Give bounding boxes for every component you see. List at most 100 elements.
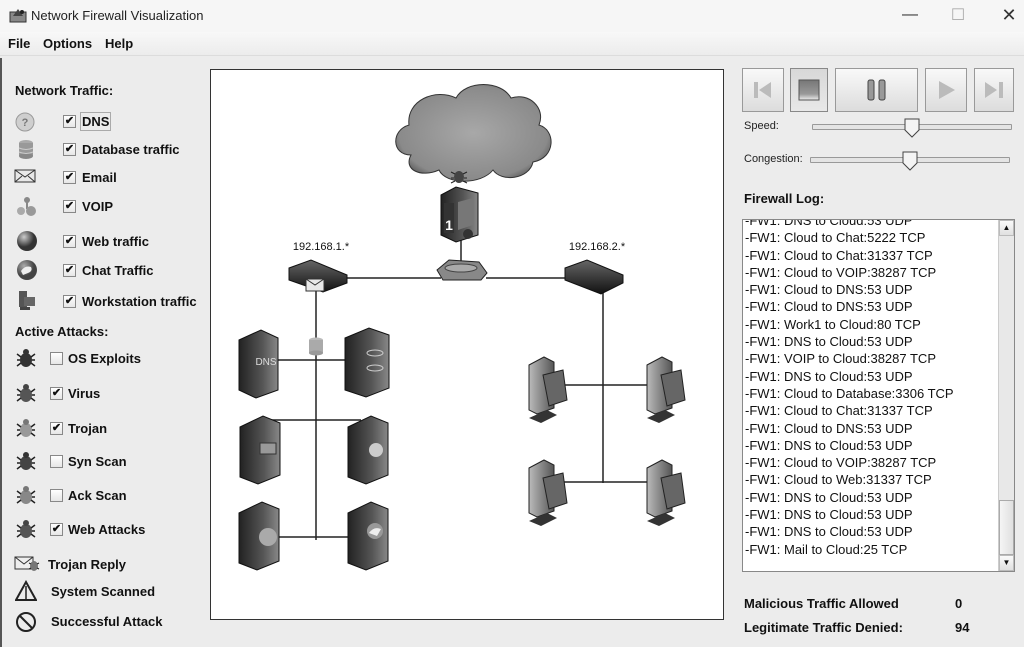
log-line: -FW1: Cloud to DNS:53 UDP	[745, 420, 913, 436]
speed-slider[interactable]	[812, 118, 1012, 138]
web-label: Web traffic	[82, 234, 149, 249]
congestion-slider[interactable]	[810, 151, 1010, 171]
menu-file[interactable]: File	[8, 36, 31, 51]
firewall-number: 1	[445, 217, 453, 233]
workstation-2-icon	[646, 356, 686, 423]
subnet-left-label: 192.168.1.*	[293, 241, 350, 253]
workstation-icon	[19, 291, 35, 310]
active-attacks-heading: Active Attacks:	[15, 324, 109, 339]
workstation-4-icon	[646, 459, 686, 526]
log-line: -FW1: Cloud to VOIP:38287 TCP	[745, 264, 937, 280]
attack-row-web-attacks: ✔ Web Attacks	[2, 518, 207, 542]
log-line: -FW1: DNS to Cloud:53 UDP	[745, 368, 913, 384]
congestion-label: Congestion:	[744, 153, 803, 165]
menu-options[interactable]: Options	[43, 36, 93, 51]
internet-cloud	[395, 84, 552, 182]
log-line: -FW1: Cloud to VOIP:38287 TCP	[745, 455, 937, 471]
database-checkbox[interactable]: ✔	[63, 143, 76, 156]
log-line: -FW1: Cloud to Web:31337 TCP	[745, 472, 932, 488]
web-server-icon	[238, 501, 280, 571]
question-icon: ?	[15, 112, 35, 132]
bug-icon	[16, 419, 36, 437]
log-line: -FW1: DNS to Cloud:53 UDP	[745, 524, 913, 540]
web-checkbox[interactable]: ✔	[63, 235, 76, 248]
legend-successful-attack: Successful Attack	[2, 610, 207, 634]
log-scrollbar[interactable]: ▲ ▼	[998, 220, 1014, 571]
pause-button[interactable]	[835, 68, 918, 112]
system-scanned-label: System Scanned	[51, 584, 156, 599]
speed-slider-thumb[interactable]	[904, 118, 920, 138]
network-diagram: 1 192.168.1.* 192.168.2.*	[238, 84, 686, 571]
skip-back-button[interactable]	[742, 68, 784, 112]
dns-label: DNS	[79, 112, 112, 131]
syn-scan-label: Syn Scan	[68, 454, 127, 469]
attack-bug-icon	[450, 171, 468, 184]
legend-trojan-reply: Trojan Reply	[2, 553, 207, 577]
scroll-down-button[interactable]: ▼	[999, 555, 1014, 571]
app-icon	[9, 9, 27, 23]
chat-label: Chat Traffic	[82, 263, 154, 278]
subnet-right-label: 192.168.2.*	[569, 241, 626, 253]
title-bar: Network Firewall Visualization — ☐ ✕	[0, 0, 1024, 32]
trojan-checkbox[interactable]: ✔	[50, 422, 63, 435]
network-traffic-heading: Network Traffic:	[15, 83, 114, 98]
email-label: Email	[82, 170, 117, 185]
bug-icon	[16, 384, 36, 402]
workstation-checkbox[interactable]: ✔	[63, 295, 76, 308]
ack-scan-checkbox[interactable]	[50, 489, 63, 502]
os-exploits-label: OS Exploits	[68, 351, 141, 366]
left-panel: Network Traffic: ? ✔ DNS ✔ Database traf…	[0, 58, 205, 647]
os-exploits-checkbox[interactable]	[50, 352, 63, 365]
log-line: -FW1: DNS to Cloud:53 UDP	[745, 489, 913, 505]
menu-help[interactable]: Help	[105, 36, 134, 51]
virus-checkbox[interactable]: ✔	[50, 387, 63, 400]
congestion-slider-thumb[interactable]	[902, 151, 918, 171]
syn-scan-checkbox[interactable]	[50, 455, 63, 468]
workstation-3-icon	[528, 459, 568, 526]
window-title: Network Firewall Visualization	[31, 8, 204, 23]
malicious-allowed-value: 0	[955, 596, 963, 611]
log-line: -FW1: Work1 to Cloud:80 TCP	[745, 316, 921, 332]
close-button[interactable]: ✕	[1001, 4, 1017, 25]
mail-server-icon	[239, 415, 281, 485]
skip-back-icon	[754, 82, 771, 98]
traffic-row-workstation: ✔ Workstation traffic	[2, 290, 207, 314]
log-line: -FW1: Cloud to Database:3306 TCP	[745, 385, 954, 401]
maximize-button[interactable]: ☐	[950, 7, 966, 24]
attack-row-virus: ✔ Virus	[2, 382, 207, 406]
attack-row-os-exploits: OS Exploits	[2, 347, 207, 371]
scroll-up-button[interactable]: ▲	[999, 220, 1014, 236]
bug-icon	[16, 520, 36, 538]
log-line: -FW1: VOIP to Cloud:38287 TCP	[745, 351, 936, 367]
trojan-reply-icon	[14, 556, 40, 571]
ack-scan-label: Ack Scan	[68, 488, 127, 503]
play-button[interactable]	[925, 68, 967, 112]
traffic-row-database: ✔ Database traffic	[2, 138, 207, 162]
email-checkbox[interactable]: ✔	[63, 171, 76, 184]
log-line: -FW1: Cloud to Chat:31337 TCP	[745, 247, 933, 263]
scroll-thumb[interactable]	[999, 500, 1014, 555]
skip-forward-button[interactable]	[974, 68, 1014, 112]
database-packet-icon	[309, 337, 323, 356]
firewall-log[interactable]: -FW1: DNS to Cloud:53 UDP-FW1: Cloud to …	[742, 219, 1015, 572]
dns-checkbox[interactable]: ✔	[63, 115, 76, 128]
log-line: -FW1: DNS to Cloud:53 UDP	[745, 219, 913, 228]
voip-checkbox[interactable]: ✔	[63, 200, 76, 213]
dns-server-icon: DNS	[238, 329, 279, 399]
log-line: -FW1: Cloud to Chat:31337 TCP	[745, 403, 933, 419]
stop-icon	[798, 79, 820, 101]
network-canvas[interactable]: 1 192.168.1.* 192.168.2.*	[210, 69, 724, 620]
stop-button[interactable]	[790, 68, 828, 112]
svg-text:DNS: DNS	[255, 357, 276, 368]
trojan-label: Trojan	[68, 421, 108, 436]
chat-checkbox[interactable]: ✔	[63, 264, 76, 277]
web-attacks-checkbox[interactable]: ✔	[50, 523, 63, 536]
pause-icon	[867, 79, 885, 101]
attack-row-trojan: ✔ Trojan	[2, 417, 207, 441]
minimize-button[interactable]: —	[902, 6, 918, 23]
log-line: -FW1: DNS to Cloud:53 UDP	[745, 437, 913, 453]
voip-icon	[17, 197, 36, 216]
legit-denied-value: 94	[955, 620, 970, 635]
workstation-1-icon	[528, 356, 568, 423]
virus-label: Virus	[68, 386, 101, 401]
